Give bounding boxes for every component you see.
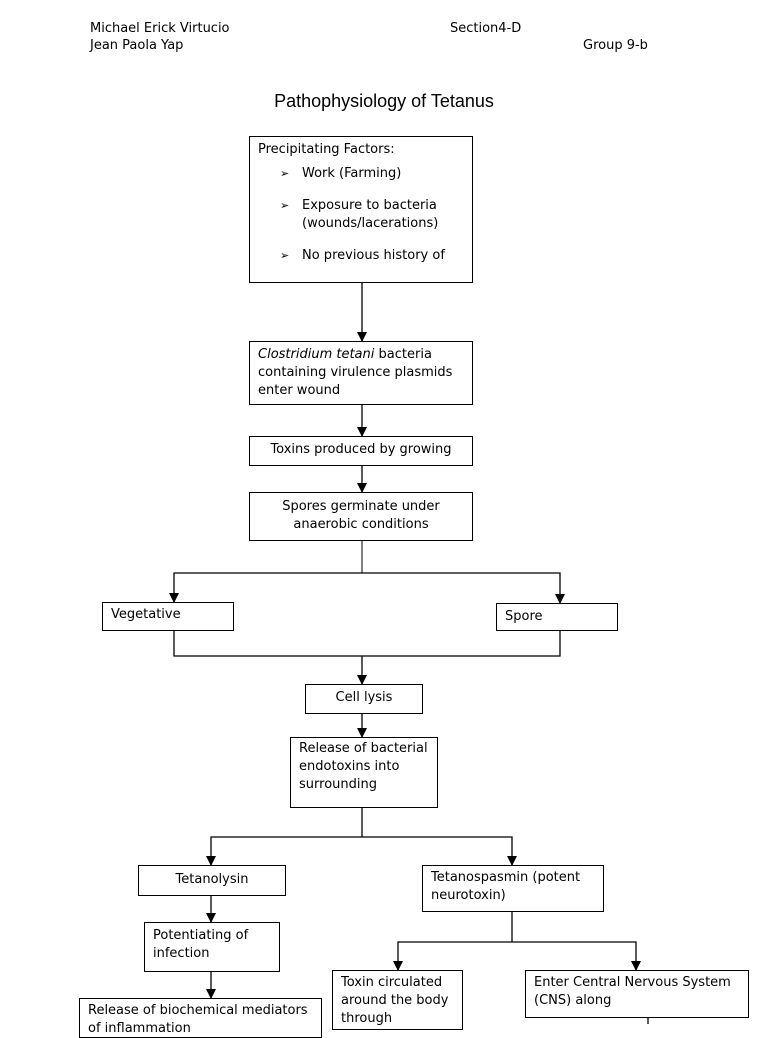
- arrow-bullet-icon: ➢: [280, 249, 290, 262]
- list-item: ➢No previous history of: [280, 248, 445, 263]
- clostridium-text: bacteria containing virulence plasmids e…: [258, 347, 453, 398]
- list-item: ➢Exposure to bacteria (wounds/laceration…: [280, 198, 439, 231]
- vegetative-box: Vegetative: [102, 602, 234, 631]
- spore-box: Spore: [496, 603, 618, 631]
- toxin-circulated-box: Toxin circulated around the body through: [332, 970, 463, 1030]
- arrow-to-tetanolysin: [206, 836, 362, 866]
- release-endotoxins-box: Release of bacterial endotoxins into sur…: [290, 737, 438, 808]
- page-title: Pathophysiology of Tetanus: [274, 91, 494, 111]
- arrow-to-toxin-circulated: [393, 941, 512, 971]
- arrow-to-spore: [362, 572, 565, 604]
- biochemical-box: Release of biochemical mediators of infl…: [79, 998, 322, 1038]
- arrow-to-enter-cns: [512, 941, 641, 971]
- arrow-bullet-icon: ➢: [280, 167, 290, 180]
- arrow-to-vegetative: [169, 572, 362, 603]
- precipitating-list: ➢Work (Farming) ➢Exposure to bacteria (w…: [258, 165, 464, 265]
- group-label: Group 9-b: [583, 38, 648, 53]
- cell-lysis-box: Cell lysis: [305, 684, 423, 714]
- precipitating-heading: Precipitating Factors:: [258, 142, 395, 157]
- clostridium-italic: Clostridium tetani: [258, 347, 375, 362]
- spores-box: Spores germinate under anaerobic conditi…: [249, 492, 473, 541]
- author-name-2: Jean Paola Yap: [90, 38, 184, 53]
- toxins-box: Toxins produced by growing: [249, 436, 473, 466]
- arrow-bullet-icon: ➢: [280, 199, 290, 212]
- potentiating-box: Potentiating of infection: [144, 922, 280, 972]
- author-name-1: Michael Erick Virtucio: [90, 21, 230, 36]
- section-label: Section4-D: [450, 21, 522, 36]
- tetanospasmin-box: Tetanospasmin (potent neurotoxin): [422, 865, 604, 912]
- arrow-to-tetanospasmin: [362, 836, 517, 866]
- list-item: ➢Work (Farming): [280, 166, 402, 181]
- tetanolysin-box: Tetanolysin: [138, 865, 286, 896]
- clostridium-box: Clostridium tetani bacteria containing v…: [249, 341, 473, 405]
- enter-cns-box: Enter Central Nervous System (CNS) along: [525, 970, 749, 1018]
- connector-vegetative-merge: [173, 631, 561, 657]
- precipitating-factors-box: Precipitating Factors: ➢Work (Farming) ➢…: [249, 136, 473, 283]
